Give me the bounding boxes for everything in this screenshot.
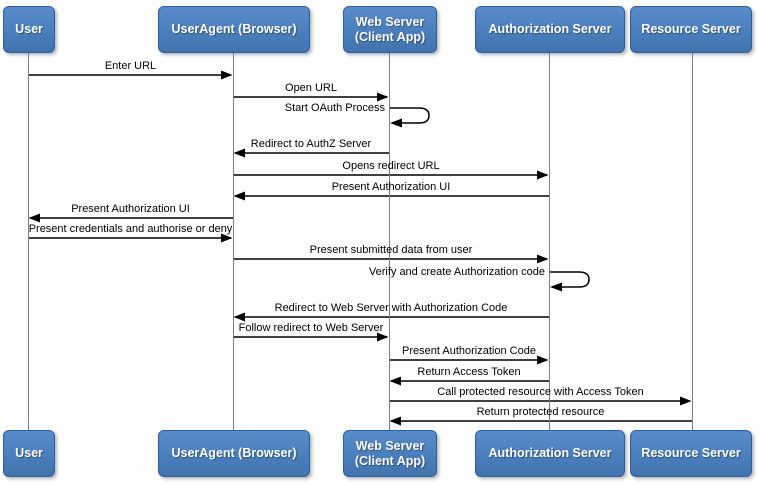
self-message-arrowhead [390, 118, 402, 128]
message-label: Present Authorization UI [331, 181, 451, 193]
message-label: Present submitted data from user [309, 244, 473, 256]
message-label: Return Access Token [417, 366, 521, 378]
message-arrowhead [537, 355, 549, 365]
message-arrowhead [233, 191, 245, 201]
message-label: Follow redirect to Web Server [238, 322, 384, 334]
lifeline-useragent [233, 53, 234, 430]
lifeline-user [28, 53, 29, 430]
message-label: Present Authorization Code [402, 345, 536, 357]
actor-box-top-useragent: UserAgent (Browser) [158, 6, 310, 53]
actor-box-bottom-resourceserver: Resource Server [630, 430, 752, 477]
lifeline-resourceserver [692, 53, 693, 430]
actor-box-bottom-useragent: UserAgent (Browser) [158, 430, 310, 477]
message-arrowhead [221, 233, 233, 243]
message-arrowhead [233, 312, 245, 322]
lifeline-authserver [549, 53, 550, 430]
lifeline-webserver [389, 53, 390, 430]
message-label: Open URL [285, 82, 337, 94]
message-arrowhead [221, 70, 233, 80]
message-arrowhead [389, 376, 401, 386]
message-label: Return protected resource [476, 406, 605, 418]
message-arrowhead [377, 332, 389, 342]
message-arrowhead [377, 92, 389, 102]
message-label: Present credentials and authorise or den… [28, 223, 233, 235]
message-label: Present Authorization UI [71, 203, 190, 215]
message-arrowhead [389, 416, 401, 426]
message-label: Enter URL [104, 60, 157, 72]
message-arrowhead [680, 396, 692, 406]
message-arrowhead [537, 170, 549, 180]
actor-box-top-resourceserver: Resource Server [630, 6, 752, 53]
message-arrowhead [537, 254, 549, 264]
self-message-loop [389, 107, 430, 124]
message-label: Verify and create Authorization code [368, 266, 545, 278]
actor-box-bottom-authserver: Authorization Server [475, 430, 625, 477]
self-message-arrowhead [550, 282, 562, 292]
actor-box-top-user: User [3, 6, 55, 53]
message-label: Opens redirect URL [342, 160, 440, 172]
actor-box-top-webserver: Web Server (Client App) [343, 6, 437, 53]
message-arrowhead [28, 213, 40, 223]
actor-box-bottom-user: User [3, 430, 55, 477]
message-arrowhead [233, 148, 245, 158]
message-label: Call protected resource with Access Toke… [437, 386, 644, 398]
actor-box-bottom-webserver: Web Server (Client App) [343, 430, 437, 477]
message-label: Start OAuth Process [284, 102, 385, 114]
self-message-loop [549, 271, 590, 288]
message-label: Redirect to AuthZ Server [250, 138, 372, 150]
message-label: Redirect to Web Server with Authorizatio… [274, 302, 508, 314]
actor-box-top-authserver: Authorization Server [475, 6, 625, 53]
